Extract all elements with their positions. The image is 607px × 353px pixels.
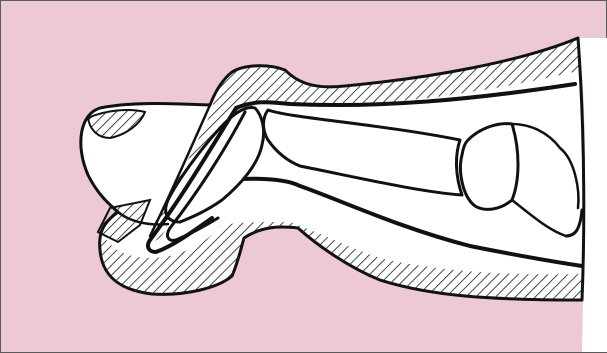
finger-cross-section-illustration xyxy=(0,0,607,353)
